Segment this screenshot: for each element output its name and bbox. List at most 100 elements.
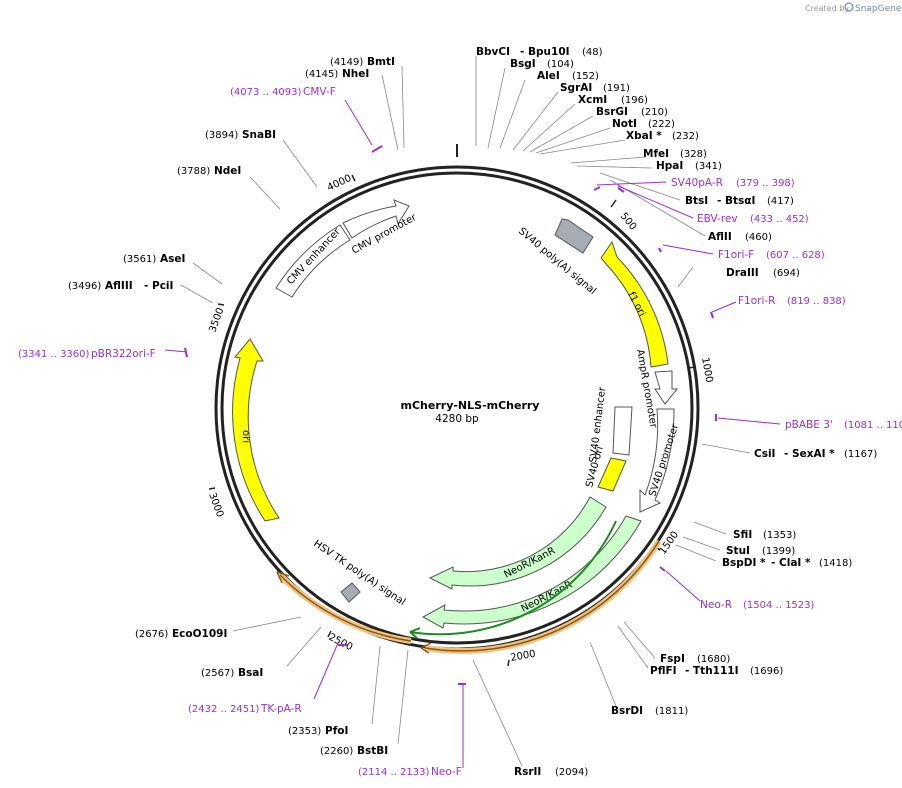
primer-name-tk-pa-r: TK-pA-R [260,703,302,715]
tick-4000 [351,174,356,182]
feature-f1-ori[interactable]: f1 ori [600,240,669,368]
site-pflfi-tth111i[interactable]: PflFI- Tth111I(1696) [650,665,783,677]
site-bsrdi[interactable]: BsrDI(1811) [611,705,688,717]
site-name-bmti: BmtI [367,56,395,68]
credit-brand: SnapGene [855,4,902,14]
primer-name-neo-r: Neo-R [700,599,732,611]
site-extra-sexai-text: SexAI * [792,448,835,460]
site-name-csii: CsiI [754,448,775,460]
site-bsrgi[interactable]: BsrGI(210) [596,106,668,118]
site-name-afliii: AflIII [105,280,133,292]
site-bspdi-clai[interactable]: BspDI *- ClaI *(1418) [722,557,852,569]
site-ndei[interactable]: (3788) NdeI [177,165,241,177]
orf-orange-line-b [279,574,412,642]
orf-green-arc [409,520,617,636]
site-pos-ndei: (3788) [177,166,210,177]
site-ecoo109i[interactable]: (2676)EcoO109I [135,628,227,640]
site-rsrii[interactable]: RsrII(2094) [514,766,588,778]
site-name-mfei: MfeI [643,148,669,160]
feature-hsv-tk-polya[interactable]: HSV TK poly(A) signal [311,538,407,608]
site-extra-clai-text: ClaI * [779,557,811,569]
feature-ori[interactable]: ori [232,338,280,522]
credit-prefix: Created by [805,4,849,13]
site-extra-clai: - ClaI * [771,557,811,569]
tick-label-3500: 3500 [207,306,226,334]
site-name-pflfi: PflFI [650,665,677,677]
site-bstbi[interactable]: (2260)BstBI [320,745,388,757]
site-sgrai[interactable]: SgrAI(191) [560,82,630,94]
site-pos-pfoi: (2353) [288,726,321,737]
site-hpai[interactable]: HpaI(341) [656,160,722,172]
site-xcmi[interactable]: XcmI(196) [578,94,648,106]
primer-range-sv40pa-r: (379 .. 398) [736,178,795,189]
site-name-bsai: BsaI [238,667,263,679]
site-fspi[interactable]: FspI(1680) [660,653,730,665]
site-pos-bstbi: (2260) [320,746,353,757]
primer-name-pbr322ori-f: pBR322ori-F [91,348,156,360]
orf-orange-arrowhead-b [276,571,290,584]
site-extra-bpu10i: - Bpu10I [520,46,570,58]
site-pfoi[interactable]: (2353)PfoI [288,725,348,737]
primer-range-f1ori-r: (819 .. 838) [787,296,846,307]
primer-pbabe3[interactable]: pBABE 3' (1081 .. 1101) [785,419,902,431]
primer-range-f1ori-f: (607 .. 628) [766,250,825,261]
primer-name-pbabe3: pBABE 3' [785,419,833,431]
site-stui[interactable]: StuI(1399) [726,545,795,557]
site-name-ndei: NdeI [214,165,241,177]
site-alei[interactable]: AleI(152) [537,70,599,82]
site-aflii[interactable]: AflII(460) [708,231,772,243]
primer-name-f1ori-f: F1ori-F [718,249,754,261]
feature-cmv-promoter[interactable]: CMV promoter [342,199,419,257]
site-name-xbai: XbaI * [626,130,662,142]
site-name-bsrdi: BsrDI [611,705,643,717]
site-name-draiii: DraIII [726,267,759,279]
site-pos-bsrgi: (210) [641,107,668,118]
site-name-stui: StuI [726,545,750,557]
site-bsai[interactable]: (2567) BsaI [201,667,263,679]
primer-f1ori-f[interactable]: F1ori-F (607 .. 628) [718,249,825,261]
primer-neo-f[interactable]: (2114 .. 2133)Neo-F [358,766,462,778]
site-bbvci-bpu10i[interactable]: BbvCI- Bpu10I(48) [476,46,603,58]
tick-2500 [327,630,332,638]
site-afliii-pcii[interactable]: (3496)AflIII- PciI [68,280,173,292]
primer-tk-pa-r[interactable]: (2432 .. 2451)TK-pA-R [188,703,302,715]
site-xbai[interactable]: XbaI *(232) [626,130,699,142]
site-extra-tth111i: - Tth111I [685,665,739,677]
site-name-nhei: NheI [342,68,369,80]
primer-sv40pa-r[interactable]: SV40pA-R(379 .. 398) [671,177,795,189]
site-mfei[interactable]: MfeI(328) [643,148,707,160]
site-name-sfii: SfiI [733,529,752,541]
site-pos-asei: (3561) [123,254,156,265]
primer-cmv-f[interactable]: (4073 .. 4093)CMV-F [230,86,336,98]
primer-pbr322ori-f[interactable]: (3341 .. 3360)pBR322ori-F [18,348,156,360]
site-bmti[interactable]: (4149)BmtI [330,56,395,68]
site-name-snabi: SnaBI [242,129,276,141]
primer-ebv-rev[interactable]: EBV-rev(433 .. 452) [697,213,809,225]
snapgene-logo-icon [844,2,854,12]
site-csii-sexai[interactable]: CsiI- SexAI *(1167) [754,448,877,460]
site-draiii[interactable]: DraIII(694) [726,267,800,279]
tick-3500 [217,303,225,306]
feature-sv40-polya[interactable]: SV40 poly(A) signal [516,218,598,297]
site-pos-rsrii: (2094) [555,767,588,778]
tick-1000 [687,366,696,369]
site-asei[interactable]: (3561)AseI [123,253,185,265]
site-btsi[interactable]: BtsI- BtsαI(417) [685,195,794,207]
primer-f1ori-r[interactable]: F1ori-R(819 .. 838) [738,295,846,307]
tick-2000 [507,659,510,667]
site-nhei[interactable]: (4145)NheI [305,68,369,80]
primer-range-pbabe3: (1081 .. 1101) [844,420,902,431]
site-sfii[interactable]: SfiI(1353) [733,529,796,541]
site-pos-bsai: (2567) [201,668,234,679]
site-name-ecoo109i: EcoO109I [172,628,227,640]
site-name-hpai: HpaI [656,160,683,172]
site-snabi[interactable]: (3894) SnaBI [205,129,276,141]
site-pos-bsgi: (104) [547,59,574,70]
site-bsgi[interactable]: BsgI(104) [510,58,574,70]
site-pos-snabi: (3894) [205,130,238,141]
site-pos-afliii: (3496) [68,281,101,292]
site-pos-bpu10i: (48) [582,47,603,58]
site-noti[interactable]: NotI(222) [612,118,675,130]
primer-neo-r[interactable]: Neo-R(1504 .. 1523) [700,599,815,611]
